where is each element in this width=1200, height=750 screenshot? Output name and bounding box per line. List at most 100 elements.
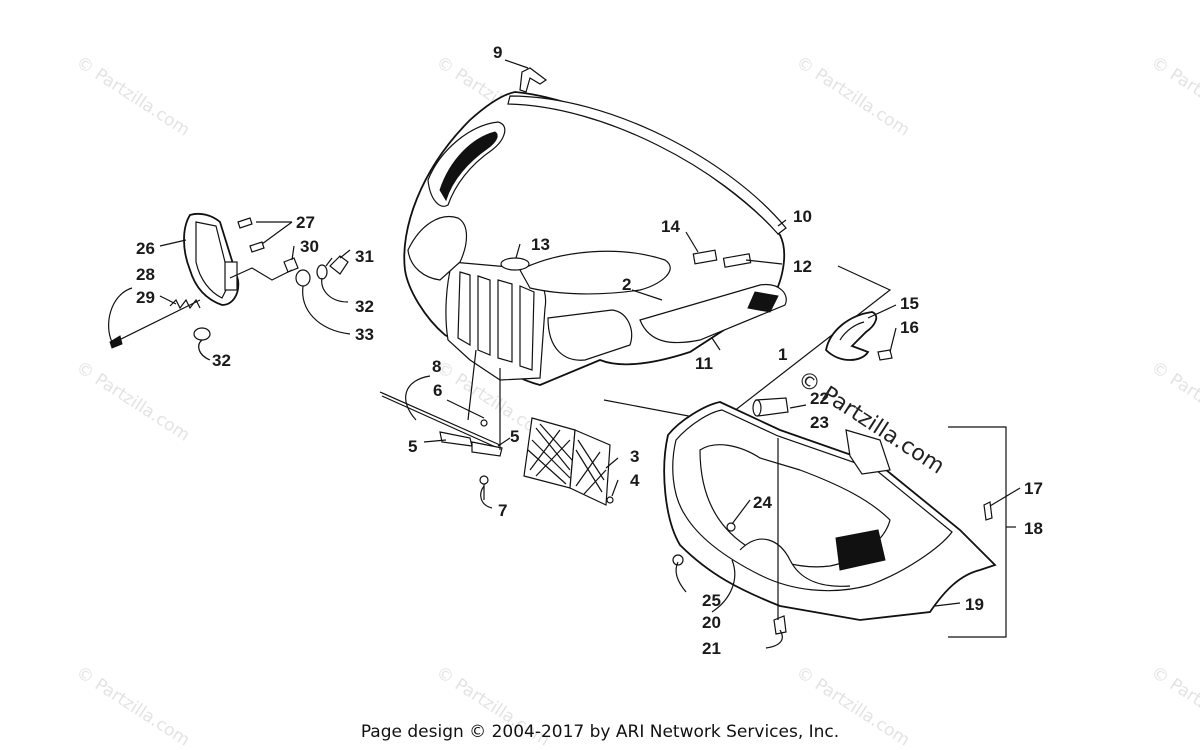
callout-33: 33 xyxy=(355,325,374,344)
tray-screw xyxy=(726,522,736,532)
leader-line xyxy=(198,339,211,361)
hood-grille-slot xyxy=(519,285,535,371)
leader-line xyxy=(325,257,333,267)
leader-line xyxy=(302,285,351,335)
page-footer: Page design © 2004-2017 by ARI Network S… xyxy=(360,722,840,742)
leader-line xyxy=(504,59,529,69)
hood-grille-slot xyxy=(497,279,513,363)
leader-line xyxy=(497,437,511,447)
grille-screen xyxy=(569,429,611,506)
leader-line xyxy=(159,239,187,247)
callout-18: 18 xyxy=(1024,519,1043,538)
leader-line xyxy=(423,439,447,443)
headlight-screw xyxy=(249,241,265,253)
hood-clip xyxy=(519,67,548,93)
callout-32a: 32 xyxy=(355,297,374,316)
callout-15: 15 xyxy=(900,294,919,313)
tray-latch xyxy=(845,429,891,475)
callout-labels: 1 2 3 4 5 5 6 7 8 9 10 11 12 13 14 15 16… xyxy=(136,43,1043,658)
callout-29: 29 xyxy=(136,288,155,307)
callout-5b: 5 xyxy=(510,427,519,446)
leader-line xyxy=(321,277,349,303)
headlight-nut xyxy=(283,257,299,273)
watermark: © Partzilla.com xyxy=(72,52,193,140)
leader-line xyxy=(675,561,687,593)
leader-line xyxy=(291,245,295,261)
callout-20: 20 xyxy=(702,613,721,632)
strap-screw xyxy=(479,475,489,485)
leader-line xyxy=(108,287,133,343)
leader-line xyxy=(405,375,431,421)
headlight-screw xyxy=(237,217,253,229)
leader-line xyxy=(777,219,787,227)
callout-3: 3 xyxy=(630,447,639,466)
headlight-explode-line xyxy=(229,267,293,281)
leader-lines xyxy=(108,59,1021,649)
callout-24: 24 xyxy=(753,493,772,512)
callout-32b: 32 xyxy=(212,351,231,370)
storage-tray xyxy=(663,397,997,635)
callout-6: 6 xyxy=(433,381,442,400)
tray-screw-right xyxy=(983,501,993,521)
headlight-washer xyxy=(193,327,211,341)
leader-line xyxy=(261,221,293,245)
headlight-grommet xyxy=(295,269,311,287)
watermark: © Partzilla.com xyxy=(72,357,193,445)
callout-2: 2 xyxy=(622,275,631,294)
leader-line xyxy=(446,399,485,419)
leader-line xyxy=(631,289,663,301)
leader-line xyxy=(867,304,897,319)
hood-decal-logo xyxy=(747,291,779,313)
adjuster-spring xyxy=(169,298,201,310)
adjuster-screw-head xyxy=(109,335,123,349)
handle-grip xyxy=(839,321,865,341)
leader-line xyxy=(889,327,897,353)
hood-strap xyxy=(379,391,501,446)
headlight-bracket xyxy=(224,261,238,291)
hood-left-contour xyxy=(407,216,468,281)
hood-grille-slot xyxy=(477,275,491,356)
hood-side-decal xyxy=(639,283,787,344)
handle-screw xyxy=(877,349,893,361)
handle-body xyxy=(825,311,878,361)
callout-11: 11 xyxy=(695,354,713,373)
leader-line xyxy=(515,243,521,259)
callout-21: 21 xyxy=(702,639,721,658)
hood-center-recess xyxy=(519,250,671,295)
leader-line xyxy=(480,485,493,509)
callout-22: 22 xyxy=(810,389,829,408)
leader-line xyxy=(934,602,961,607)
tray-push-rivet xyxy=(773,615,787,635)
headlight-bolt xyxy=(329,255,349,275)
callout-17: 17 xyxy=(1024,479,1043,498)
callout-23: 23 xyxy=(810,413,829,432)
callout-9: 9 xyxy=(493,43,502,62)
headlight-washer xyxy=(316,264,328,280)
callout-30: 30 xyxy=(300,237,319,256)
callout-16: 16 xyxy=(900,318,919,337)
watermark: © Partzilla.com xyxy=(1147,357,1200,445)
tray-seal xyxy=(739,538,851,587)
leader-line xyxy=(159,295,177,305)
hood-seam-molding xyxy=(507,95,787,235)
leader-line xyxy=(711,559,736,613)
hood-handle xyxy=(825,311,893,361)
leader-line xyxy=(765,629,783,649)
hood-strap xyxy=(381,395,501,450)
leader-line xyxy=(605,457,619,469)
hood-small-decal xyxy=(722,253,752,268)
callout-28: 28 xyxy=(136,265,155,284)
adjuster-screw xyxy=(114,299,201,343)
callout-27: 27 xyxy=(296,213,315,232)
hood-vent-opening xyxy=(439,131,498,202)
strap-clip xyxy=(471,441,503,457)
callout-8: 8 xyxy=(432,357,441,376)
leader-line xyxy=(611,479,619,497)
tray-bracket-outline xyxy=(948,426,1007,638)
callout-26: 26 xyxy=(136,239,155,258)
callout-7: 7 xyxy=(498,501,507,520)
callout-4: 4 xyxy=(630,471,640,490)
callout-14: 14 xyxy=(661,217,680,236)
hood-small-decal xyxy=(692,249,718,265)
